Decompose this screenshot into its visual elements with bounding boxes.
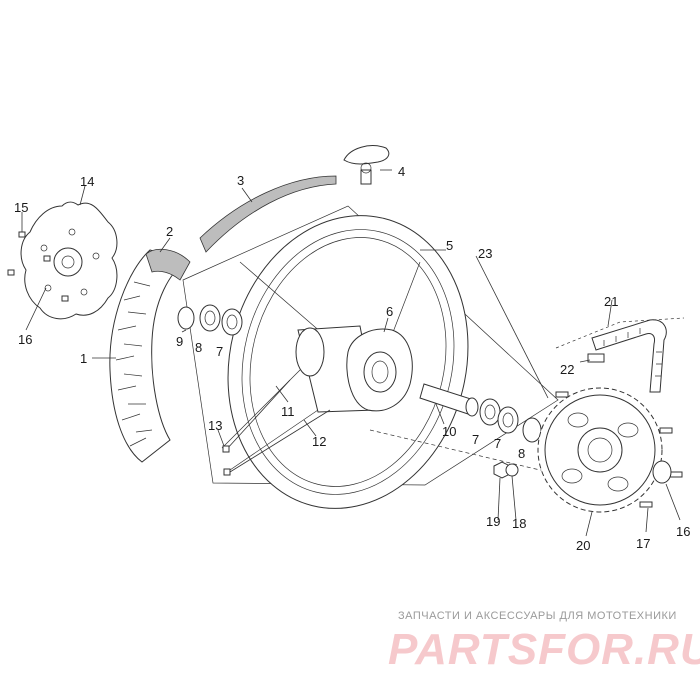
callout-17: 17 <box>636 536 650 551</box>
callout-7b: 7 <box>472 432 479 447</box>
callout-3: 3 <box>237 173 244 188</box>
tyre <box>109 249 188 463</box>
chain-link <box>587 353 605 363</box>
callout-8a: 8 <box>195 340 202 355</box>
watermark-tagline: ЗАПЧАСТИ И АКСЕССУАРЫ ДЛЯ МОТОТЕХНИКИ <box>398 610 677 622</box>
spoke-parts <box>222 379 331 476</box>
wheel-hub <box>295 325 413 413</box>
valve-tube <box>343 145 390 185</box>
callout-16a: 16 <box>18 332 32 347</box>
callout-5: 5 <box>446 238 453 253</box>
callout-21: 21 <box>604 294 618 309</box>
rim-band <box>145 248 191 281</box>
callout-23: 23 <box>478 246 492 261</box>
rear-sprocket <box>537 387 663 513</box>
callout-15: 15 <box>14 200 28 215</box>
nuts <box>493 461 519 479</box>
callout-11: 11 <box>281 404 295 419</box>
leader-lines <box>21 169 681 537</box>
callout-12: 12 <box>312 434 326 449</box>
watermark: ЗАПЧАСТИ И АКСЕССУАРЫ ДЛЯ МОТОТЕХНИКИ PA… <box>388 610 700 674</box>
callout-14: 14 <box>80 174 94 189</box>
drive-chain <box>555 317 685 393</box>
watermark-brand: PARTSFOR.RU <box>388 625 700 674</box>
callout-16b: 16 <box>676 524 690 539</box>
callout-2: 2 <box>166 224 173 239</box>
axis-guide <box>369 429 560 471</box>
left-bearing-set <box>177 304 243 336</box>
callout-22: 22 <box>560 362 574 377</box>
spacer-bush <box>652 460 672 484</box>
callout-4: 4 <box>398 164 405 179</box>
callout-7a: 7 <box>216 344 223 359</box>
right-bearing-set <box>479 398 542 443</box>
callout-13: 13 <box>208 418 222 433</box>
rim-tape <box>199 175 337 253</box>
callout-6: 6 <box>386 304 393 319</box>
callout-7c: 7 <box>494 436 501 451</box>
callout-1: 1 <box>80 351 87 366</box>
callout-labels: 1 2 3 4 5 6 9 8 7 11 12 13 10 7 7 8 14 1… <box>14 164 690 553</box>
callout-18: 18 <box>512 516 526 531</box>
sprocket-bolts <box>555 391 683 508</box>
callout-20: 20 <box>576 538 590 553</box>
assembly-frame <box>182 205 559 486</box>
brake-disc <box>20 201 118 320</box>
callout-10: 10 <box>442 424 456 439</box>
callout-9: 9 <box>176 334 183 349</box>
callout-8b: 8 <box>518 446 525 461</box>
axle-spacer <box>419 383 479 417</box>
callout-19: 19 <box>486 514 500 529</box>
